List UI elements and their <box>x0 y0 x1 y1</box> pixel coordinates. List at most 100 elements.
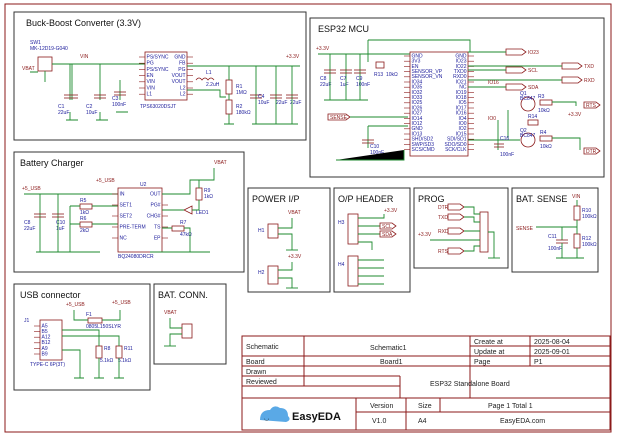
switch-sw1[interactable] <box>37 56 53 72</box>
pin-label: VOUT <box>172 79 186 85</box>
prog-section: PROG DTR TXD RXD RTS +3.3V <box>413 187 509 269</box>
battery-charger-section: Battery Charger +5_USB +5_USB VBAT C8 22… <box>13 151 245 273</box>
q1-ref: Q1 <box>520 91 527 97</box>
c1-ref: C1 <box>58 104 65 110</box>
power-box <box>247 187 331 293</box>
mcu-resistor-r3[interactable] <box>539 99 553 106</box>
pin-label: OUT <box>150 191 161 197</box>
battery-connector-j2[interactable] <box>181 323 193 339</box>
led1-ref: LED1 <box>196 210 209 216</box>
tb-site: EasyEDA.com <box>500 418 545 425</box>
esp-net-label: RXD <box>584 78 595 84</box>
pin-label: PG <box>178 67 185 73</box>
ch-r5-val: 1kΩ <box>80 210 89 216</box>
ch-resistor-r7[interactable] <box>171 225 185 232</box>
prog-txd-flag <box>447 213 465 221</box>
header-h5[interactable] <box>479 211 489 253</box>
charger-vbat-label: VBAT <box>214 160 227 166</box>
pin-label: IO26 <box>412 105 423 111</box>
ch-resistor-r6[interactable] <box>79 221 93 228</box>
r3-ref: R3 <box>538 94 545 100</box>
header-h1[interactable] <box>267 223 279 239</box>
c4-val: 10uF <box>258 100 269 106</box>
bat-resistor-r10[interactable] <box>573 205 581 221</box>
mcu-resistor-r13[interactable] <box>375 61 385 69</box>
batconn-vbat-label: VBAT <box>164 310 177 316</box>
ch-r9-ref: R9 <box>204 188 211 194</box>
ic-u1-tps63020[interactable] <box>144 51 188 101</box>
usb-resistor-r8[interactable] <box>95 345 103 359</box>
ch-resistor-r9[interactable] <box>195 187 203 201</box>
r14-ref: R14 <box>528 114 537 120</box>
r2-ref: R2 <box>236 104 243 110</box>
pin-label: RXD0 <box>453 74 467 80</box>
c3-val: 100nF <box>112 102 126 108</box>
pin-label: EN <box>412 64 419 70</box>
vin-net-label: VIN <box>80 54 89 60</box>
pin-label: IO32 <box>412 90 423 96</box>
fuse-val: 0805L150SLYR <box>86 324 121 330</box>
op-box <box>333 187 411 293</box>
buck-boost-section: Buck-Boost Converter (3.3V) SW1 MK-12D19… <box>13 11 307 141</box>
transistor-q1[interactable] <box>520 96 536 112</box>
pin-label: IO21 <box>456 79 467 85</box>
inductor-l1[interactable] <box>195 77 215 81</box>
header-h4[interactable] <box>347 255 359 287</box>
io0-label: IO0 <box>488 116 496 122</box>
ch-c8-ref: C8 <box>24 220 31 226</box>
op-sda-label: SDA <box>382 232 393 238</box>
pin-label: SET1 <box>120 202 133 208</box>
tb-create-label: Create at <box>474 339 503 346</box>
tb-board-label: Board <box>246 359 265 366</box>
op-sda-flag <box>379 230 397 238</box>
fuse-f1[interactable] <box>87 317 103 324</box>
ic-u2-bq24080[interactable] <box>117 187 163 253</box>
pin-label: IO27 <box>412 111 423 117</box>
resistor-r1[interactable] <box>225 79 233 95</box>
usb-type-c-connector[interactable] <box>39 319 63 361</box>
h2-ref: H2 <box>258 270 265 276</box>
usb-title: USB connector <box>20 290 81 300</box>
tb-schematic-label: Schematic <box>246 344 279 351</box>
c4-ref: C4 <box>258 94 265 100</box>
pin-label: IO22 <box>456 64 467 70</box>
pin-label: GND <box>412 53 424 59</box>
mcu-resistor-r14[interactable] <box>527 119 539 126</box>
pin-label: PG# <box>150 202 160 208</box>
bat-vin-label: VIN <box>572 194 581 200</box>
tb-title: ESP32 Standalone Board <box>430 381 510 388</box>
resistor-r2[interactable] <box>225 99 233 115</box>
l1-val: 2.2uH <box>206 82 220 88</box>
sw1-part: MK-12D19-G040 <box>30 46 68 52</box>
header-h2[interactable] <box>267 265 279 285</box>
pin-label: L2 <box>180 85 186 91</box>
pin-label: IO25 <box>412 100 423 106</box>
pin-label: EP <box>154 235 161 241</box>
tb-page-label: Page <box>474 359 490 366</box>
usb-resistor-r11[interactable] <box>115 345 123 359</box>
pin-label: A5 <box>42 323 48 329</box>
prog-rts-flag <box>447 247 465 255</box>
mcu-resistor-r4[interactable] <box>539 135 553 142</box>
ch-r7-val: 47kΩ <box>180 232 192 238</box>
pin-label: TXD0 <box>454 69 467 75</box>
pin-label: VIN <box>147 79 156 85</box>
ch-r6-ref: R6 <box>80 216 87 222</box>
rts-net-flag <box>583 101 601 109</box>
mcu-dtr-label: DTR <box>586 149 597 155</box>
header-h3[interactable] <box>347 213 359 245</box>
batconn-box <box>153 283 227 365</box>
tb-pagecount: Page 1 Total 1 <box>488 403 533 410</box>
esp-net-label: SCL <box>528 68 538 74</box>
ic-esp32-module[interactable] <box>409 51 469 157</box>
usb-5v-label-2: +5_USB <box>112 300 131 306</box>
vbat-net-label: VBAT <box>22 66 35 72</box>
transistor-q2[interactable] <box>520 132 536 148</box>
charger-box <box>13 151 245 273</box>
ch-resistor-r5[interactable] <box>79 203 93 210</box>
charger-5v-top-label: +5_USB <box>96 178 115 184</box>
bat-resistor-r12[interactable] <box>573 233 581 249</box>
op-title: O/P HEADER <box>338 194 394 204</box>
j1-part: TYPE-C 6P(3T) <box>30 362 65 368</box>
